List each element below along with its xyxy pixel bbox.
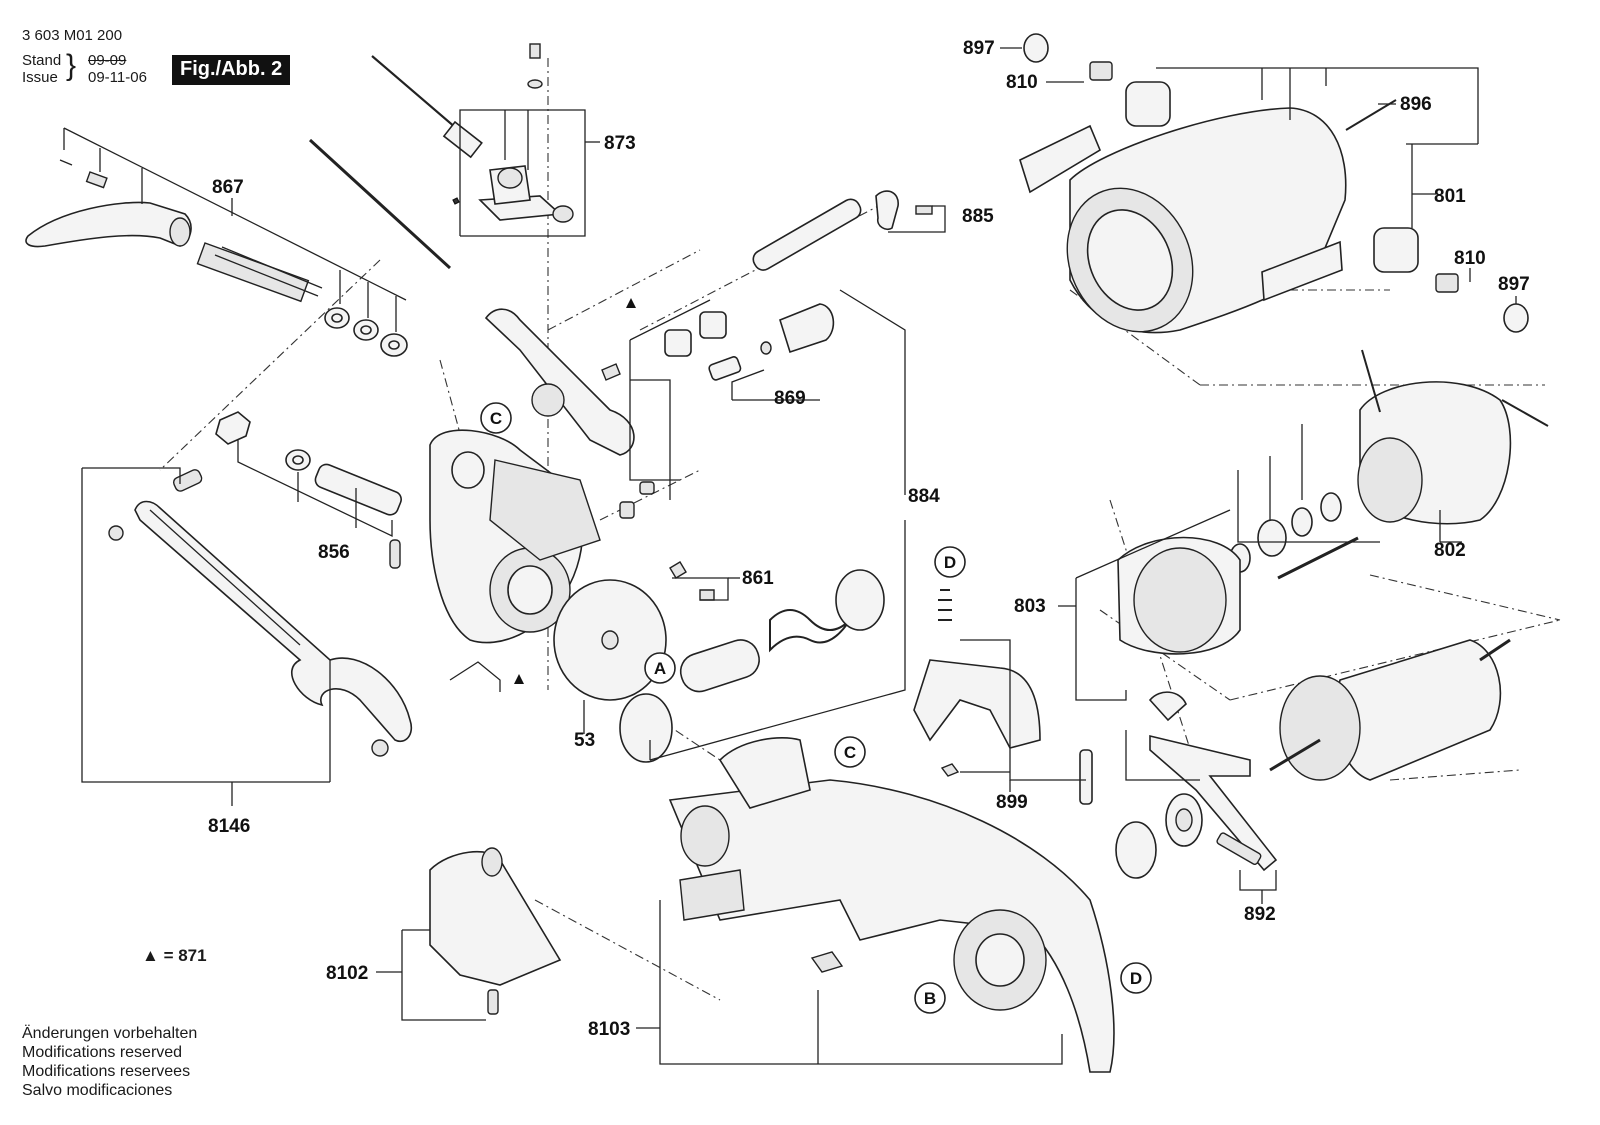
label-861: 861 <box>742 568 774 589</box>
part-856-shaft <box>215 411 402 569</box>
legend-871: ▲ = 871 <box>142 946 207 966</box>
label-892: 892 <box>1244 904 1276 925</box>
label-801: 801 <box>1434 186 1466 207</box>
svg-text:C: C <box>490 409 502 428</box>
svg-text:A: A <box>654 659 666 678</box>
part-801-motor-housing <box>1019 33 1529 334</box>
triangle-markers <box>514 298 636 684</box>
ref-marker-b: B <box>914 982 946 1014</box>
stand-value: 09-09 <box>88 52 127 69</box>
label-810-right: 810 <box>1454 248 1486 269</box>
part-873-bracket-assembly <box>308 43 574 270</box>
triangle-icon <box>626 298 636 308</box>
part-8102-chute <box>429 847 562 1015</box>
label-802: 802 <box>1434 540 1466 561</box>
svg-text:B: B <box>924 989 936 1008</box>
part-8103-blade-guard <box>668 737 1115 1073</box>
svg-text:D: D <box>944 553 956 572</box>
ref-marker-d-guard: D <box>1120 962 1152 994</box>
modification-notes: Änderungen vorbehalten Modifications res… <box>22 1024 197 1100</box>
legend-text: = 871 <box>163 946 207 965</box>
note-fr: Modifications reservees <box>22 1063 191 1080</box>
brace-glyph: } <box>66 49 77 82</box>
figure-label: Fig./Abb. 2 <box>172 55 291 85</box>
triangle-icon <box>514 674 524 684</box>
label-867: 867 <box>212 177 244 198</box>
callout-lines <box>63 47 1517 1065</box>
issue-label: Issue <box>22 69 58 86</box>
label-873: 873 <box>604 133 636 154</box>
note-en: Modifications reserved <box>22 1044 183 1061</box>
label-8103: 8103 <box>588 1019 630 1040</box>
label-896: 896 <box>1400 94 1432 115</box>
ref-marker-c-top: C <box>480 402 512 434</box>
label-884: 884 <box>908 486 940 507</box>
label-899: 899 <box>996 792 1028 813</box>
document-number: 3 603 M01 200 <box>22 27 123 44</box>
part-number-labels: 897 810 896 801 810 897 873 867 885 869 … <box>208 38 1530 1040</box>
part-8146-wrench <box>108 469 413 757</box>
label-803: 803 <box>1014 596 1046 617</box>
label-856: 856 <box>318 542 350 563</box>
note-de: Änderungen vorbehalten <box>22 1025 198 1042</box>
part-802-stator <box>1229 349 1549 580</box>
svg-text:C: C <box>844 743 856 762</box>
note-es: Salvo modificaciones <box>22 1082 173 1099</box>
label-869: 869 <box>774 388 806 409</box>
part-869-pins <box>601 198 862 519</box>
label-897-right: 897 <box>1498 274 1530 295</box>
ref-marker-c-guard: C <box>834 736 866 768</box>
part-53-disc-and-springs <box>553 561 885 763</box>
label-810-top: 810 <box>1006 72 1038 93</box>
part-885-clip <box>875 190 933 231</box>
part-867-handle-assembly <box>25 159 408 357</box>
issue-value: 09-11-06 <box>88 69 147 86</box>
part-899-lever <box>913 589 1093 805</box>
ref-marker-a: A <box>644 652 676 684</box>
label-8102: 8102 <box>326 963 368 984</box>
label-885: 885 <box>962 206 994 227</box>
label-53: 53 <box>574 730 595 751</box>
armature <box>1269 638 1511 781</box>
part-892-brush-parts <box>1115 691 1278 879</box>
part-803-fan-shroud <box>1117 536 1241 655</box>
svg-text:D: D <box>1130 969 1142 988</box>
stand-label: Stand <box>22 52 62 69</box>
triangle-icon: ▲ <box>142 946 159 965</box>
reference-markers: C A D C B D <box>480 402 1152 1014</box>
label-8146: 8146 <box>208 816 250 837</box>
central-arm-assembly <box>429 308 635 644</box>
ref-marker-d-top: D <box>934 546 966 578</box>
label-897-top: 897 <box>963 38 995 59</box>
